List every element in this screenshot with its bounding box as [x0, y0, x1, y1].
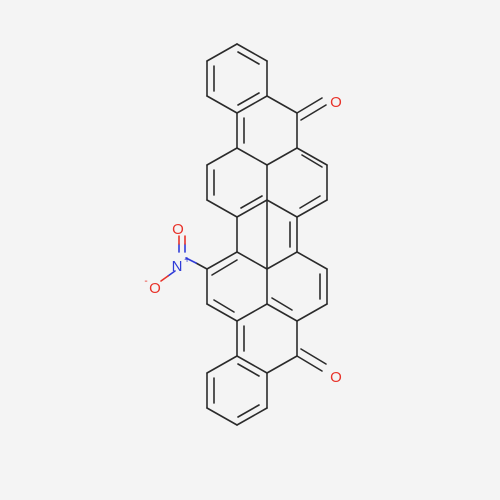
- bond-double-inner: [240, 195, 263, 209]
- bond: [206, 95, 238, 114]
- bond-double-inner: [237, 363, 260, 377]
- ring-upper-left: [206, 147, 268, 218]
- bond: [206, 355, 238, 374]
- bond-carbonyl-double: [300, 348, 327, 365]
- nitro-nitrogen-label: N: [172, 258, 183, 275]
- bond: [296, 147, 328, 166]
- bond: [236, 147, 268, 166]
- bond-double-inner: [237, 92, 260, 106]
- bond: [236, 95, 268, 114]
- bond-double-inner: [211, 259, 238, 276]
- bond-carbonyl-double: [300, 104, 327, 121]
- bond: [236, 251, 268, 270]
- bond-double-inner: [237, 51, 260, 65]
- bond-c-n-blue: [185, 257, 197, 264]
- bond: [206, 147, 238, 166]
- bond-double-inner: [271, 297, 293, 311]
- bond-n-o-single: [167, 270, 176, 277]
- nitro-oxygen-charge: -: [144, 276, 147, 287]
- ring-bottom-ketone: [236, 320, 327, 374]
- bond: [236, 407, 268, 426]
- bond: [296, 199, 328, 218]
- bond: [236, 303, 268, 322]
- bond: [296, 251, 328, 270]
- bond-double-inner: [237, 404, 260, 418]
- ring-top-ketone: [236, 95, 327, 166]
- bond-carbonyl: [296, 97, 323, 114]
- bond: [296, 303, 328, 322]
- bond: [266, 355, 298, 374]
- ring-top-benzo: [206, 43, 268, 114]
- oxygen-bottom-label: O: [330, 369, 342, 386]
- bond: [266, 251, 298, 270]
- bond: [206, 407, 238, 426]
- bond: [206, 199, 238, 218]
- ring-center: [236, 199, 298, 270]
- bond-double-inner: [213, 299, 235, 313]
- bond-carbonyl: [296, 355, 323, 372]
- bond-double-inner: [301, 154, 323, 168]
- bond-double-inner: [299, 195, 321, 209]
- bond: [266, 147, 298, 166]
- bond: [236, 43, 268, 62]
- bond-n-o-single-red: [160, 275, 169, 282]
- nitro-oxygen-single-label: O: [149, 280, 161, 297]
- ring-lower-left: [206, 251, 268, 322]
- bond: [236, 355, 268, 374]
- bond: [236, 199, 268, 218]
- oxygen-top-label: O: [330, 94, 342, 111]
- nitro-oxygen-double-label: O: [172, 221, 184, 238]
- bond-c-n: [195, 262, 208, 270]
- bond: [266, 199, 298, 218]
- bond: [206, 251, 238, 270]
- bond: [206, 303, 238, 322]
- ring-lower-right: [266, 251, 328, 322]
- ring-upper-right: [266, 147, 328, 218]
- bond: [266, 303, 298, 322]
- nitro-group: [160, 235, 208, 282]
- nitro-nitrogen-charge: +: [184, 255, 190, 266]
- bond: [266, 95, 298, 114]
- bond: [206, 43, 238, 62]
- ring-bottom-benzo: [206, 355, 268, 426]
